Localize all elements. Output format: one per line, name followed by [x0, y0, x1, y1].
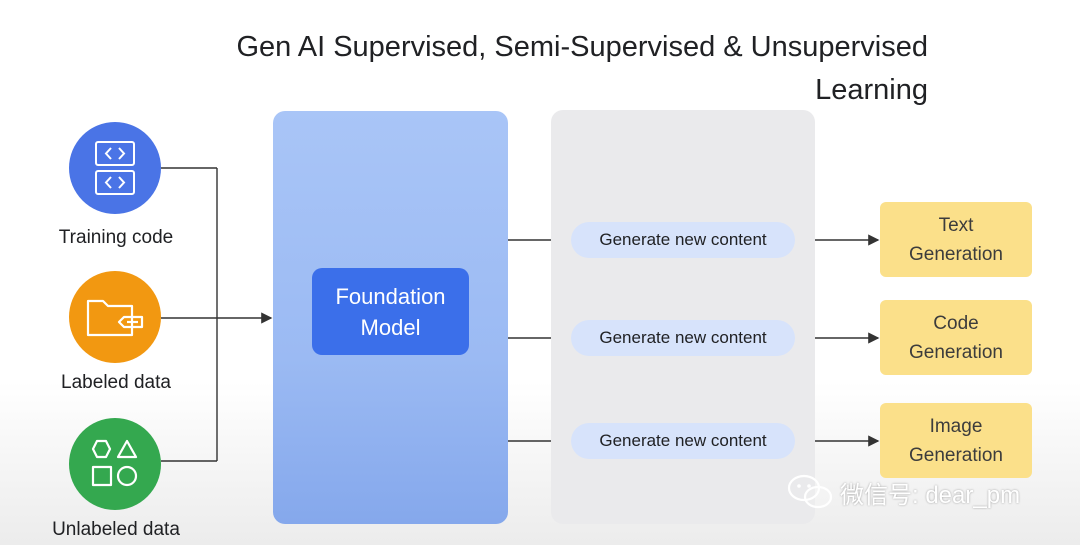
output-code-generation: Code Generation [880, 300, 1032, 375]
unlabeled-data-label: Unlabeled data [52, 519, 180, 540]
wechat-icon [787, 474, 833, 509]
output-text-generation: Text Generation [880, 202, 1032, 277]
labeled-data-node [69, 271, 161, 363]
labeled-data-label: Labeled data [61, 372, 171, 393]
output-3-line2: Generation [908, 444, 1003, 466]
generate-step-2: Generate new content [571, 320, 795, 356]
output-2-line2: Generation [908, 341, 1003, 363]
output-image-generation: Image Generation [880, 403, 1032, 478]
diagram-title: Gen AI Supervised, Semi-Supervised & Uns… [236, 31, 928, 106]
training-code-label: Training code [58, 227, 174, 248]
watermark: 微信号: dear_pm [786, 472, 1020, 512]
foundation-model-line2: Model [360, 314, 421, 340]
output-2-line1: Code [933, 312, 979, 334]
training-code-node [69, 122, 161, 214]
output-1-line2: Generation [908, 243, 1003, 265]
folder-icon [86, 299, 144, 337]
shapes-icon [91, 439, 138, 487]
code-brackets-icon [95, 141, 135, 195]
output-1-line1: Text [938, 214, 974, 236]
unlabeled-data-node [69, 418, 161, 510]
generation-panel [551, 110, 815, 524]
output-3-line1: Image [929, 415, 983, 437]
foundation-model-line1: Foundation [335, 283, 446, 309]
foundation-model-box: Foundation Model [312, 268, 469, 355]
watermark-text: 微信号: dear_pm [840, 481, 1021, 509]
generate-step-3: Generate new content [571, 423, 795, 459]
generate-step-1: Generate new content [571, 222, 795, 258]
